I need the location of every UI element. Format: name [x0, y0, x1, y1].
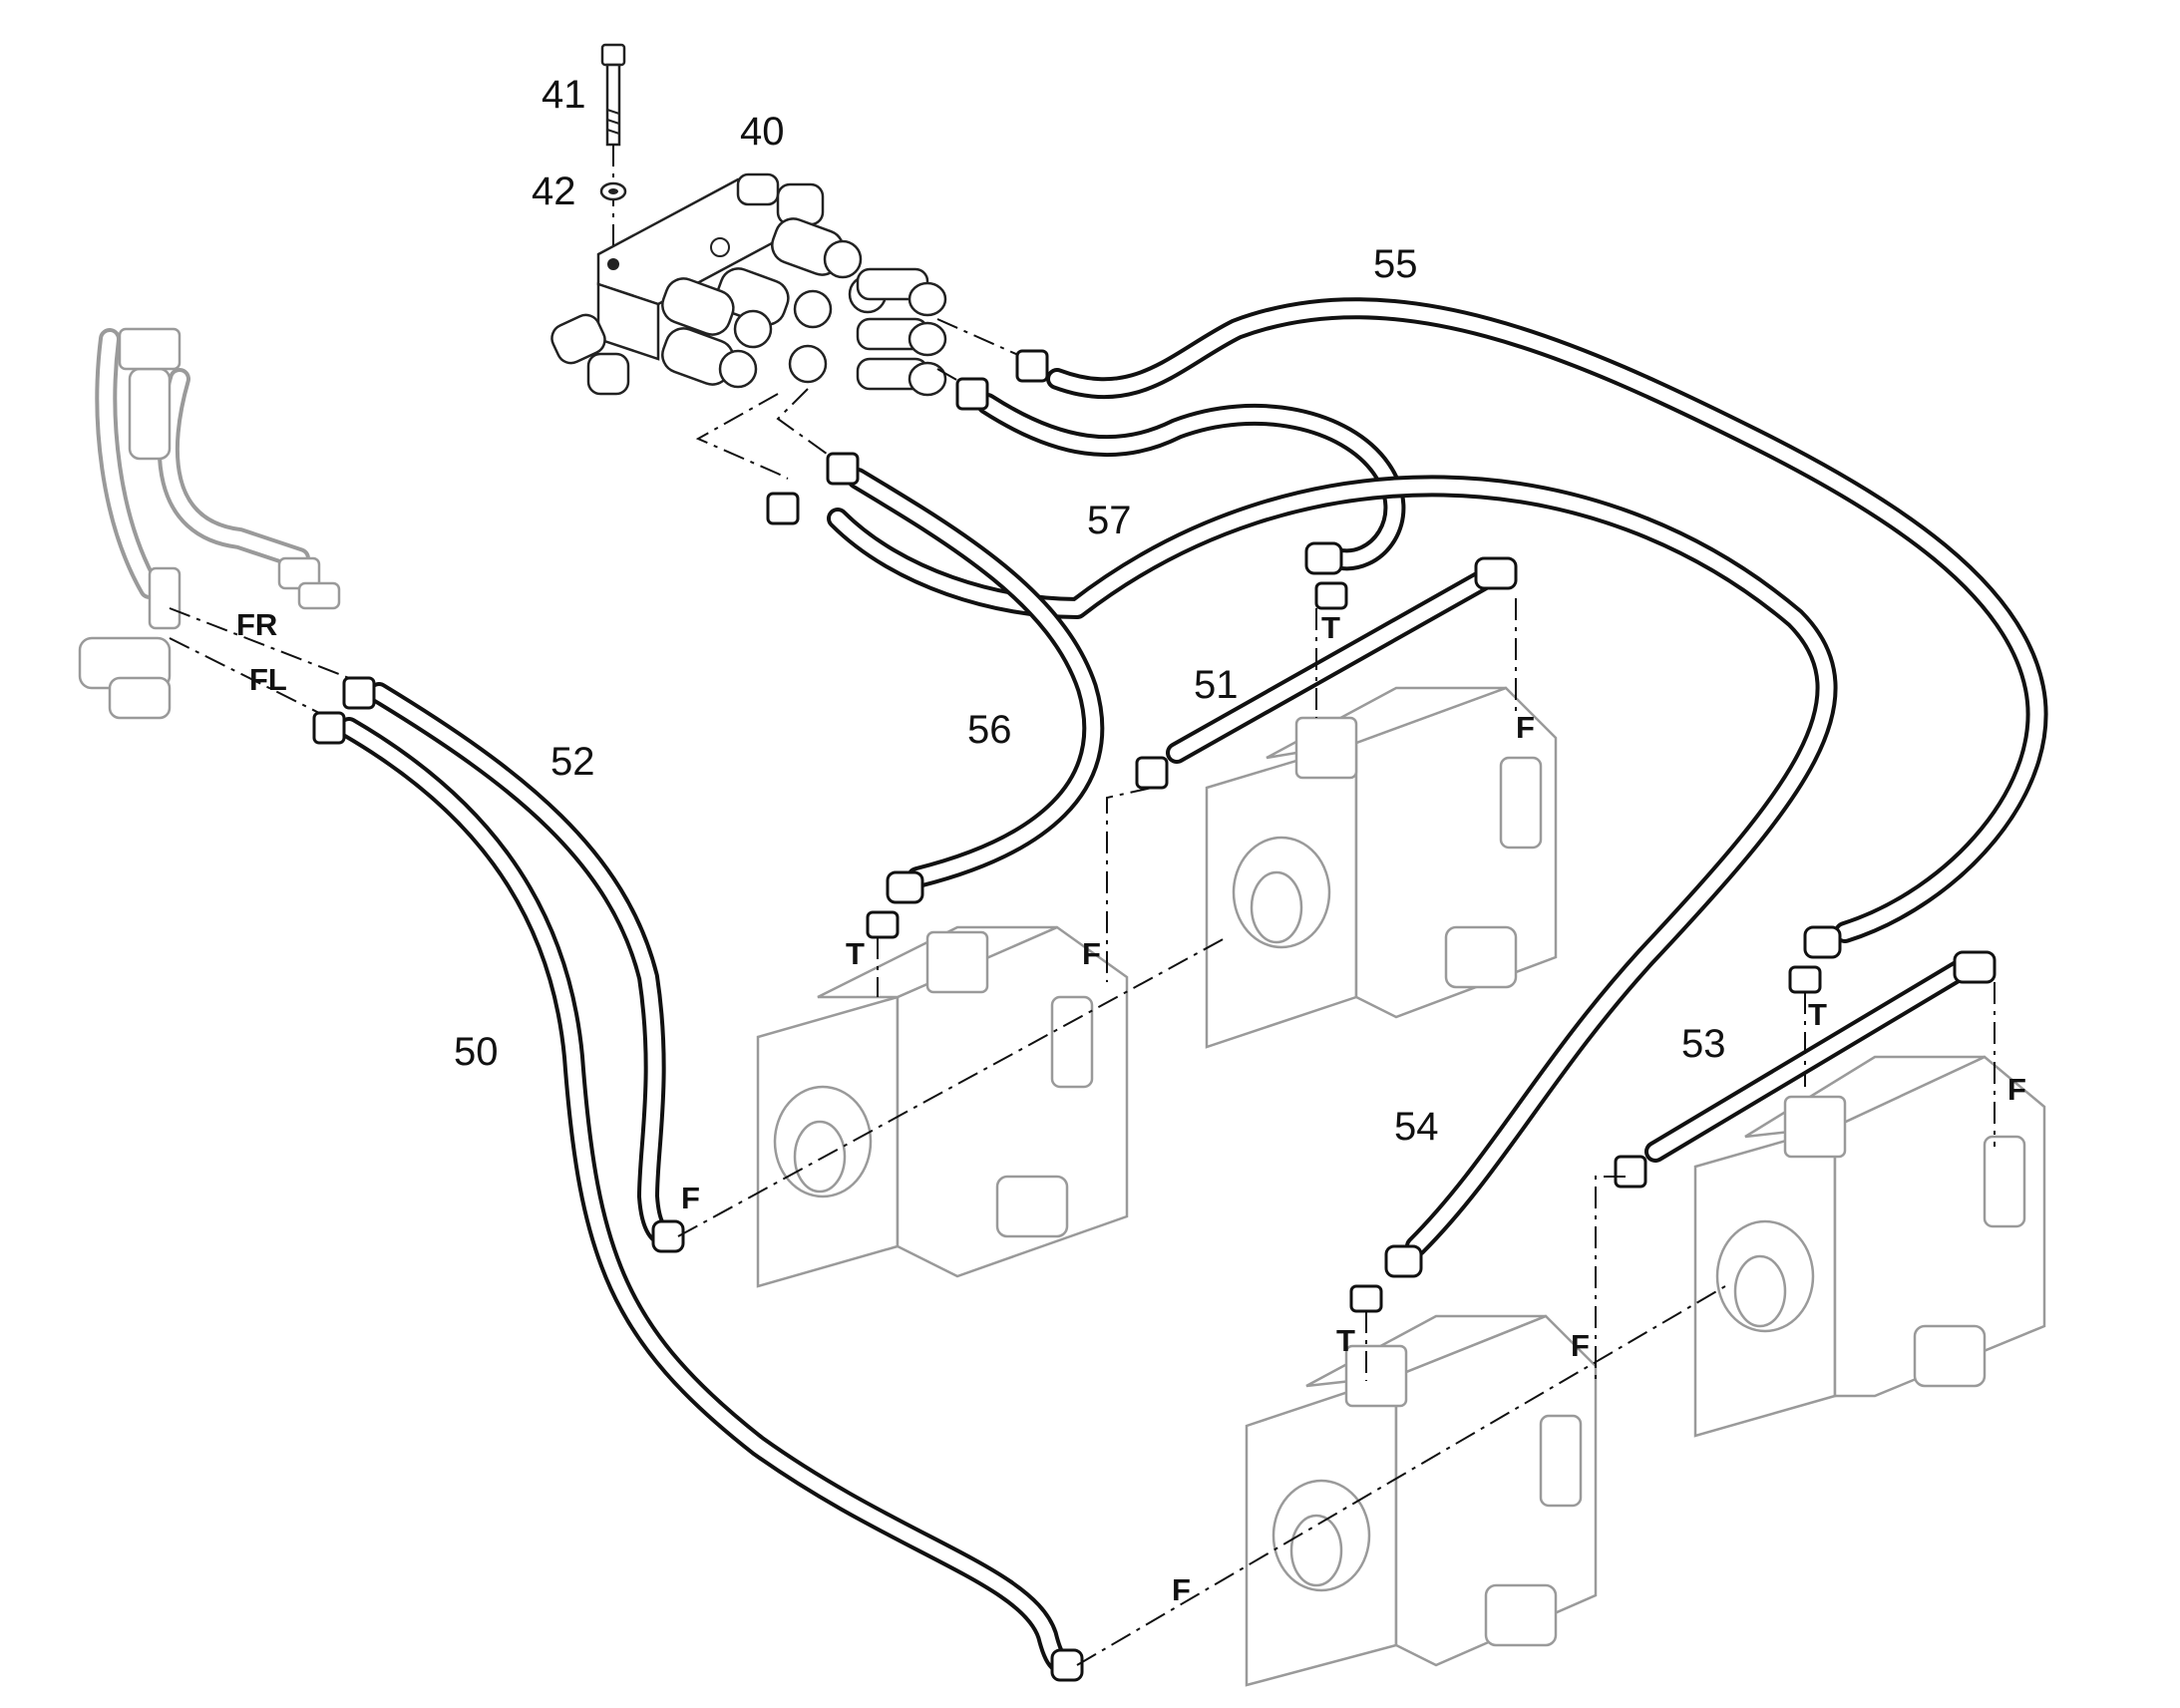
- washer-42: [599, 181, 627, 201]
- callout-51: 51: [1194, 663, 1239, 707]
- dash-55-link: [936, 318, 1028, 360]
- callout-53: 53: [1681, 1022, 1726, 1066]
- dash-56-link: [695, 393, 789, 480]
- callout-40: 40: [740, 110, 785, 154]
- callout-54: 54: [1394, 1105, 1439, 1149]
- motor-front-right: [1205, 686, 1558, 1049]
- port-label-f-motor-rear-left-shaft: F: [1172, 1572, 1191, 1607]
- callout-52: 52: [550, 740, 595, 784]
- valve-block-40: [550, 172, 947, 397]
- hose-56: [847, 468, 1105, 888]
- port-label-f-motor-rear-left-side: F: [1571, 1328, 1590, 1363]
- callout-55: 55: [1373, 242, 1418, 286]
- hose-52: [368, 682, 679, 1247]
- bolt-41: [600, 43, 626, 147]
- hose-fittings: [312, 349, 1997, 1682]
- port-label-fl: FL: [249, 662, 287, 697]
- dash-57-link: [936, 368, 973, 390]
- port-label-t-motor-front-left: T: [846, 936, 865, 971]
- hose-51: [1166, 567, 1497, 764]
- callout-50: 50: [454, 1030, 499, 1074]
- connection-lines: [169, 598, 1996, 1666]
- hose-55: [1046, 297, 2048, 943]
- hose-57: [976, 393, 1406, 571]
- port-label-f-motor-front-right: F: [1516, 710, 1535, 745]
- callout-56: 56: [967, 708, 1012, 752]
- port-label-f-motor-front-left-shaft: F: [681, 1181, 700, 1215]
- port-label-f-motor-rear-right: F: [2007, 1072, 2026, 1107]
- dash-56b-link: [776, 388, 849, 470]
- callout-57: 57: [1087, 499, 1132, 542]
- port-label-f-motor-front-left-side: F: [1082, 936, 1101, 971]
- motor-rear-right: [1693, 1055, 2046, 1438]
- port-label-fr: FR: [236, 607, 277, 642]
- port-label-t-motor-rear-right: T: [1808, 997, 1827, 1032]
- ghost-valve-assembly: [78, 327, 341, 720]
- motor-front-left: [756, 925, 1129, 1288]
- port-label-t-motor-rear-left: T: [1336, 1323, 1355, 1358]
- hose-50: [338, 717, 1078, 1676]
- hose-53: [1644, 956, 1976, 1163]
- motor-rear-left: [1245, 1314, 1598, 1687]
- callout-42: 42: [532, 170, 576, 213]
- callout-41: 41: [542, 73, 586, 117]
- port-label-t-motor-front-right: T: [1321, 610, 1340, 645]
